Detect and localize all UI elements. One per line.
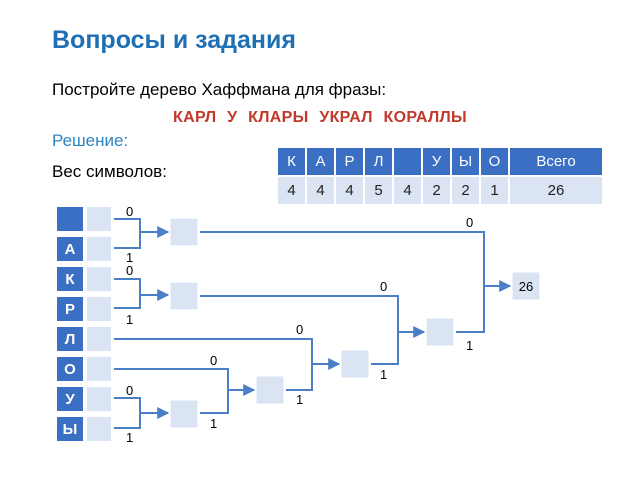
leaf-symbol: Р xyxy=(65,301,75,318)
node-box xyxy=(169,217,199,247)
leaf-weight-box xyxy=(85,325,113,353)
leaf-symbol: О xyxy=(64,361,76,378)
leaf-weight-box xyxy=(85,235,113,263)
root-node-box xyxy=(511,271,541,301)
leaf-symbol-box xyxy=(55,205,85,233)
edge-label-zero: 0 xyxy=(210,353,217,368)
weights-table-value-row: 4 4 4 5 4 2 2 1 26 xyxy=(276,175,604,206)
symbol-cell: Ы xyxy=(450,146,481,177)
edge-label-zero: 0 xyxy=(126,383,133,398)
leaf-symbol: А xyxy=(65,241,76,258)
edge-label-zero: 0 xyxy=(126,263,133,278)
phrase-text: КАРЛ У КЛАРЫ УКРАЛ КОРАЛЛЫ xyxy=(173,109,467,126)
node-box xyxy=(169,281,199,311)
symbol-cell: К xyxy=(276,146,307,177)
leaf-symbol-box xyxy=(55,235,85,263)
node-box xyxy=(255,375,285,405)
edge-label-zero: 0 xyxy=(126,204,133,219)
edge-node-3 xyxy=(200,295,399,365)
leaf-column: А К Р Л О У Ы xyxy=(55,205,113,443)
edge-label-zero: 0 xyxy=(380,279,387,294)
edge-label-one: 1 xyxy=(380,367,387,382)
weights-table-header-row: К А Р Л У Ы О Всего xyxy=(276,146,604,177)
task-text: Постройте дерево Хаффмана для фразы: xyxy=(52,80,387,99)
edge-leaf-pair-3 xyxy=(114,397,141,429)
edge-leaf-pair-2 xyxy=(114,278,141,309)
edge-label-one: 1 xyxy=(126,250,133,265)
weights-table: К А Р Л У Ы О Всего 4 4 4 5 4 2 2 1 26 xyxy=(276,146,604,206)
solution-label: Решение: xyxy=(52,131,129,150)
edge-label-one: 1 xyxy=(126,430,133,445)
tree-edges xyxy=(114,218,512,429)
leaf-symbol: Л xyxy=(65,331,76,348)
symbol-cell: Л xyxy=(363,146,394,177)
total-value-cell: 26 xyxy=(508,175,604,206)
edge-node-4 xyxy=(200,231,485,333)
leaf-symbol-box xyxy=(55,355,85,383)
node-box xyxy=(425,317,455,347)
weight-cell: 2 xyxy=(450,175,481,206)
leaf-weight-box xyxy=(85,205,113,233)
weights-label: Вес символов: xyxy=(52,162,167,181)
leaf-symbol-box xyxy=(55,265,85,293)
leaf-symbol: К xyxy=(65,271,75,288)
leaf-symbol: Ы xyxy=(63,421,78,438)
weight-cell: 4 xyxy=(334,175,365,206)
leaf-weight-box xyxy=(85,295,113,323)
leaf-weight-box xyxy=(85,415,113,443)
symbol-cell: О xyxy=(479,146,510,177)
node-box xyxy=(340,349,370,379)
leaf-symbol-box xyxy=(55,385,85,413)
weight-cell: 4 xyxy=(305,175,336,206)
edge-leaf-pair-1 xyxy=(114,218,141,249)
leaf-weight-box xyxy=(85,355,113,383)
leaf-weight-box xyxy=(85,385,113,413)
total-header-cell: Всего xyxy=(508,146,604,177)
page-title: Вопросы и задания xyxy=(52,26,296,54)
symbol-cell-space xyxy=(392,146,423,177)
edge-label-one: 1 xyxy=(210,416,217,431)
symbol-cell: У xyxy=(421,146,452,177)
edge-labels: 0 1 0 1 0 1 0 1 0 1 0 1 0 1 xyxy=(126,204,473,445)
weight-cell: 4 xyxy=(392,175,423,206)
internal-nodes: 26 xyxy=(169,217,541,429)
node-box xyxy=(169,399,199,429)
leaf-symbol-box xyxy=(55,415,85,443)
edge-label-one: 1 xyxy=(466,338,473,353)
edge-label-one: 1 xyxy=(126,312,133,327)
root-value: 26 xyxy=(519,279,533,294)
leaf-weight-box xyxy=(85,265,113,293)
symbol-cell: Р xyxy=(334,146,365,177)
weight-cell: 5 xyxy=(363,175,394,206)
leaf-symbol: У xyxy=(65,391,75,408)
weight-cell: 4 xyxy=(276,175,307,206)
weight-cell: 1 xyxy=(479,175,510,206)
symbol-cell: А xyxy=(305,146,336,177)
leaf-symbol-box xyxy=(55,325,85,353)
leaf-symbol-box xyxy=(55,295,85,323)
edge-label-zero: 0 xyxy=(296,322,303,337)
edge-label-zero: 0 xyxy=(466,215,473,230)
weight-cell: 2 xyxy=(421,175,452,206)
edge-label-one: 1 xyxy=(296,392,303,407)
